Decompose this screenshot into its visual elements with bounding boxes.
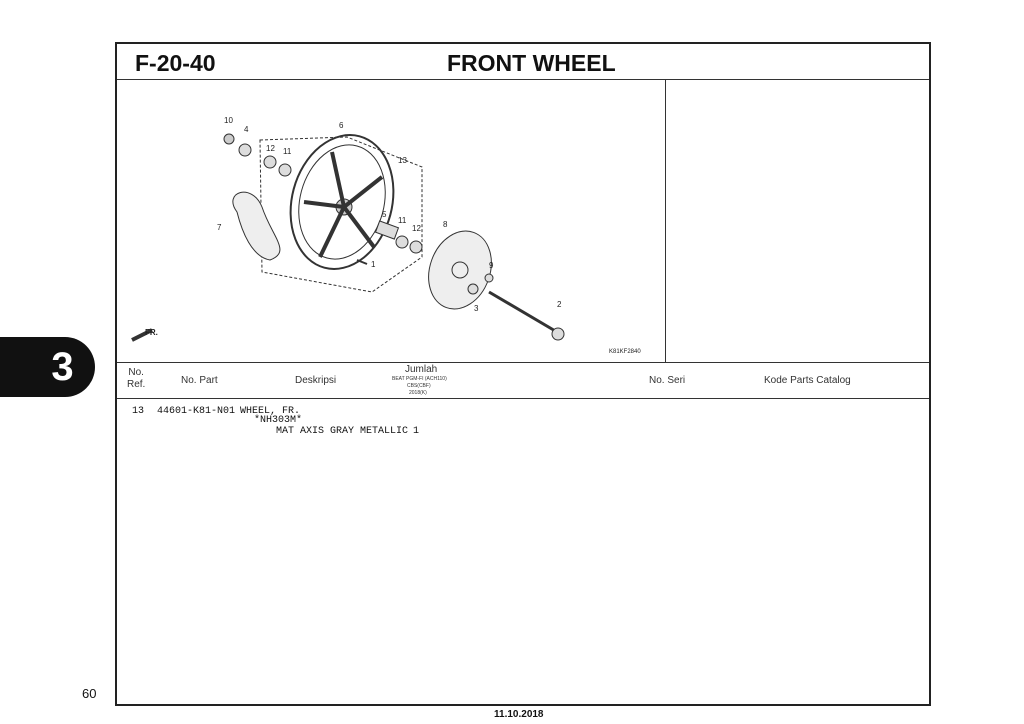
col-deskripsi: Deskripsi — [295, 375, 337, 386]
outline-box — [259, 136, 423, 293]
col-jumlah-year: 2018(K) — [409, 390, 427, 396]
callout-7: 7 — [217, 223, 222, 232]
callout-1: 1 — [371, 260, 376, 269]
row-color-name: MAT AXIS GRAY METALLIC — [276, 426, 409, 437]
wheel-diagram: 10 4 12 11 6 13 7 5 11 12 8 9 1 3 2 FR. … — [131, 116, 641, 355]
page-title: FRONT WHEEL — [447, 50, 616, 76]
callout-6: 6 — [339, 121, 344, 130]
fr-arrow — [131, 328, 153, 342]
row-color-code: *NH303M* — [254, 415, 303, 426]
row-desc: WHEEL, FR. — [240, 406, 301, 417]
page-number: 60 — [82, 686, 97, 701]
figure-code-small: K81KF2840 — [609, 349, 641, 355]
callout-4: 4 — [244, 125, 249, 134]
col-jumlah: Jumlah — [405, 364, 438, 375]
table-header: No. Ref. No. Part Deskripsi Jumlah BEAT … — [117, 362, 929, 399]
callout-10: 10 — [224, 116, 233, 125]
brake-disc — [428, 230, 492, 310]
col-no-seri: No. Seri — [649, 375, 686, 386]
section-tab: 3 — [0, 337, 95, 397]
parts-sheet: F-20-40 FRONT WHEEL — [115, 42, 931, 706]
callout-12b: 12 — [412, 224, 421, 233]
print-date: 11.10.2018 — [494, 709, 544, 720]
callout-12: 12 — [266, 144, 275, 153]
callout-11: 11 — [283, 147, 292, 156]
col-no-part: No. Part — [181, 375, 218, 386]
col-jumlah-model: BEAT PGM-FI (ACH110) — [392, 376, 447, 382]
callout-2: 2 — [557, 300, 562, 309]
callout-11b: 11 — [398, 216, 407, 225]
callout-3: 3 — [474, 304, 479, 313]
title-row: F-20-40 FRONT WHEEL — [117, 44, 929, 80]
callout-9: 9 — [489, 261, 494, 270]
row-qty: 1 — [413, 426, 420, 437]
exploded-diagram: 10 4 12 11 6 13 7 5 11 12 8 9 1 3 2 FR. … — [117, 80, 666, 362]
row-ref: 13 — [132, 406, 145, 417]
callout-5: 5 — [382, 210, 387, 219]
row-part-number: 44601-K81-N01 — [157, 406, 236, 417]
col-jumlah-type: CBS(CBF) — [407, 383, 431, 389]
fender — [232, 191, 281, 261]
col-no-ref: No. Ref. — [127, 367, 146, 390]
figure-code: F-20-40 — [135, 50, 216, 76]
axle — [488, 290, 558, 334]
callout-8: 8 — [443, 220, 448, 229]
rim — [289, 134, 395, 270]
col-kode: Kode Parts Catalog — [764, 375, 851, 386]
direction-label: FR. — [145, 328, 158, 337]
callout-13: 13 — [398, 156, 407, 165]
section-number: 3 — [51, 345, 74, 389]
